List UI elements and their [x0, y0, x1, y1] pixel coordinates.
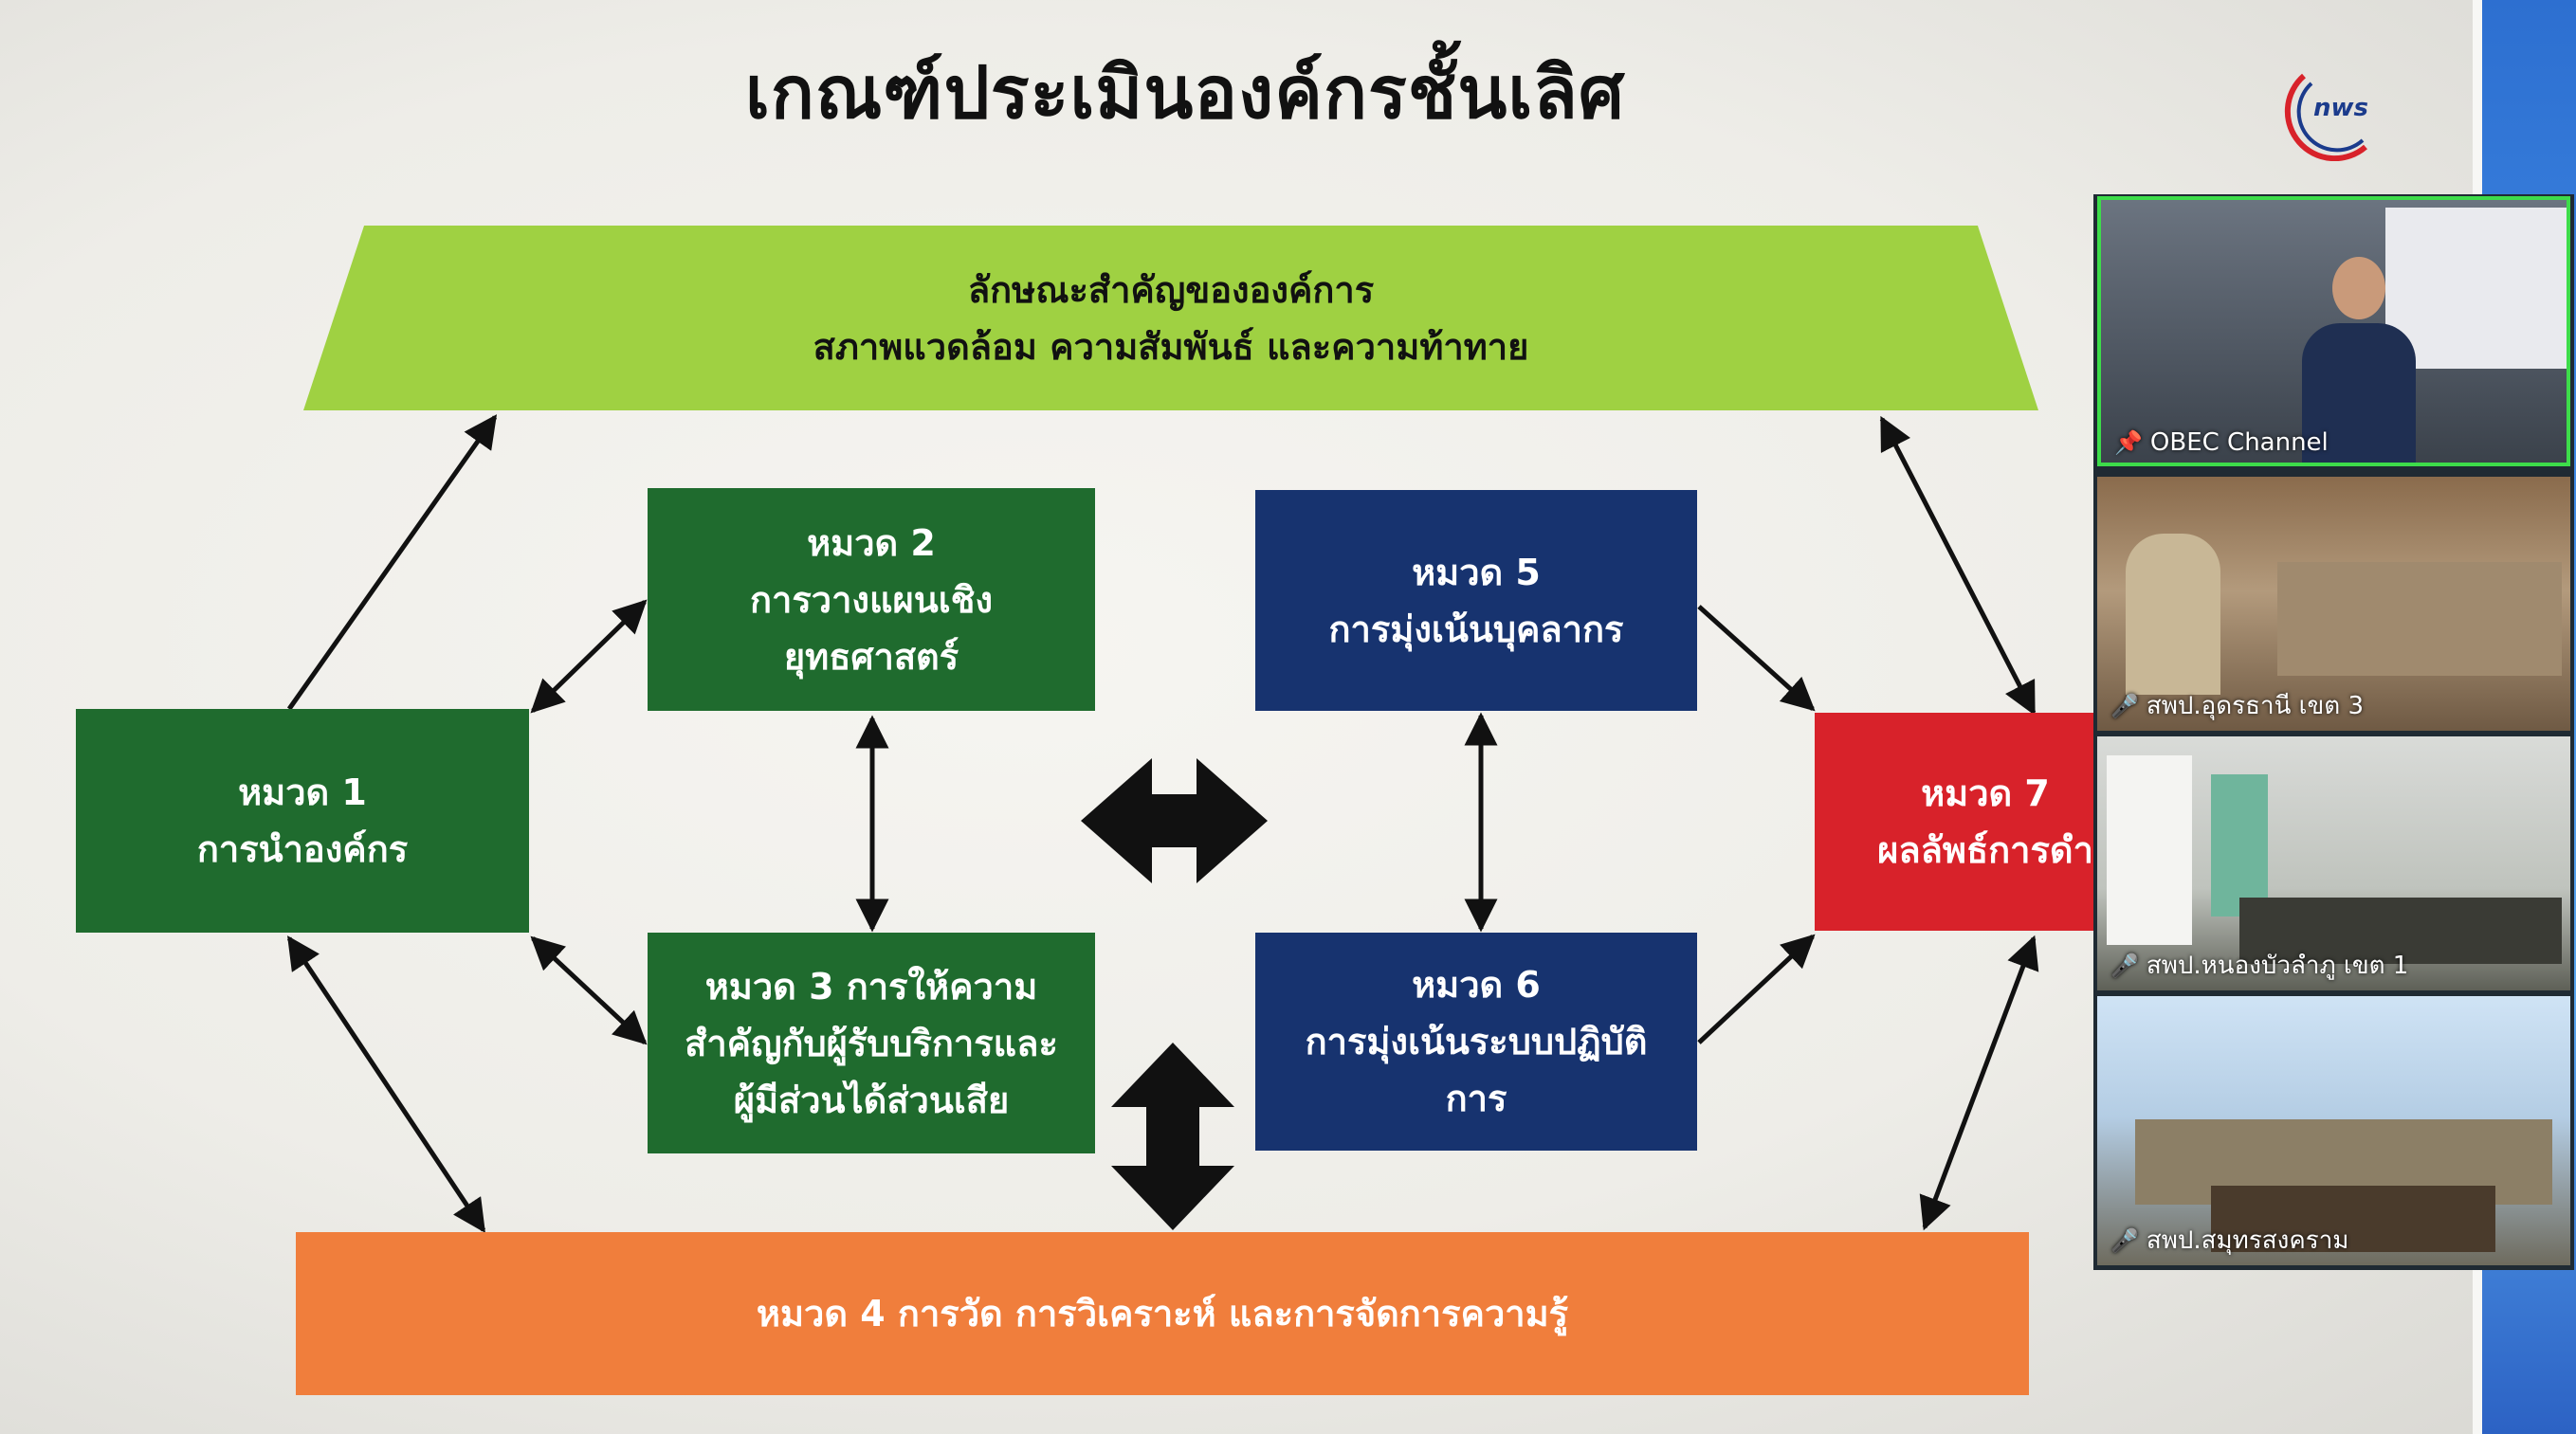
arrow-cat6-cat7	[1697, 934, 1816, 1044]
participant-tile-obec[interactable]: 📌 OBEC Channel	[2097, 196, 2570, 466]
category-2-box: หมวด 2 การวางแผนเชิง ยุทธศาสตร์	[648, 488, 1095, 711]
participant-label: 🎤 สพป.อุดรธานี เขต 3	[2110, 686, 2364, 725]
cat7-line-1: หมวด 7	[1921, 772, 2050, 814]
arrow-cat1-cat3	[530, 935, 648, 1045]
projector-screen	[2385, 208, 2567, 369]
meeting-table	[2239, 898, 2562, 964]
band-line-1: ลักษณะสำคัญขององค์การ	[967, 268, 1375, 311]
person-figure	[2126, 534, 2220, 695]
participant-tile-udon[interactable]: 🎤 สพป.อุดรธานี เขต 3	[2097, 477, 2570, 731]
arrow-cat1-cat4	[286, 935, 486, 1233]
video-call-gallery: 📌 OBEC Channel 🎤 สพป.อุดรธานี เขต 3 🎤 สพ…	[2093, 194, 2574, 1270]
slide-title: เกณฑ์ประเมินองค์กรชั้นเลิศ	[744, 50, 1626, 135]
organizational-profile-band: ลักษณะสำคัญขององค์การ สภาพแวดล้อม ความสั…	[303, 226, 2038, 410]
speaker-figure	[2302, 257, 2416, 463]
meeting-table	[2211, 1186, 2495, 1252]
category-3-box: หมวด 3 การให้ความ สำคัญกับผู้รับบริการแล…	[648, 933, 1095, 1153]
participant-label: 🎤 สพป.สมุทรสงคราม	[2110, 1221, 2348, 1260]
cat2-line-1: หมวด 2	[807, 521, 936, 564]
arrow-cat1-top	[286, 414, 498, 711]
category-6-box: หมวด 6 การมุ่งเน้นระบบปฏิบัติ การ	[1255, 933, 1697, 1151]
participant-label: 📌 OBEC Channel	[2114, 428, 2329, 457]
category-4-box: หมวด 4 การวัด การวิเคราะห์ และการจัดการค…	[296, 1232, 2029, 1395]
category-5-box: หมวด 5 การมุ่งเน้นบุคลากร	[1255, 490, 1697, 711]
mic-off-icon: 🎤	[2110, 1226, 2139, 1254]
door	[2107, 755, 2192, 945]
cat2-line-2: การวางแผนเชิง	[749, 578, 994, 621]
cat6-line-2: การมุ่งเน้นระบบปฏิบัติ	[1305, 1021, 1648, 1062]
participant-tile-nongbua[interactable]: 🎤 สพป.หนองบัวลำภู เขต 1	[2097, 736, 2570, 990]
pin-icon: 📌	[2114, 429, 2143, 456]
cat1-line-1: หมวด 1	[238, 771, 367, 813]
category-1-box: หมวด 1 การนำองค์กร	[76, 709, 529, 933]
cat5-line-2: การมุ่งเน้นบุคลากร	[1328, 608, 1624, 650]
curtain	[2211, 774, 2268, 917]
category-7-box: หมวด 7 ผลลัพธ์การดำ	[1815, 713, 2099, 931]
cat2-line-3: ยุทธศาสตร์	[783, 635, 959, 678]
participant-name: สพป.อุดรธานี เขต 3	[2146, 692, 2364, 720]
participant-name: สพป.หนองบัวลำภู เขต 1	[2146, 952, 2409, 980]
logo-text: nws	[2313, 94, 2368, 122]
big-vertical-double-arrow	[1111, 1043, 1234, 1230]
participant-tile-samut[interactable]: 🎤 สพป.สมุทรสงคราม	[2097, 996, 2570, 1265]
nws-logo-icon: nws	[2284, 73, 2368, 161]
cat3-line-2: สำคัญกับผู้รับบริการและ	[685, 1022, 1058, 1064]
cat3-line-1: หมวด 3 การให้ความ	[704, 965, 1038, 1007]
cat3-line-3: ผู้มีส่วนได้ส่วนเสีย	[733, 1079, 1010, 1121]
mic-off-icon: 🎤	[2110, 952, 2139, 979]
big-horizontal-double-arrow	[1081, 758, 1268, 883]
arrow-cat5-cat7	[1697, 605, 1816, 712]
cat5-line-1: หมวด 5	[1412, 551, 1541, 593]
participant-name: สพป.สมุทรสงคราม	[2146, 1226, 2349, 1255]
participant-name: OBEC Channel	[2149, 428, 2329, 457]
mic-off-icon: 🎤	[2110, 692, 2139, 719]
cat4-line-1: หมวด 4 การวัด การวิเคราะห์ และการจัดการค…	[756, 1293, 1569, 1334]
participant-label: 🎤 สพป.หนองบัวลำภู เขต 1	[2110, 946, 2408, 985]
arrow-cat7-cat4	[1919, 935, 2039, 1231]
cat6-line-3: การ	[1445, 1078, 1507, 1119]
cat6-line-1: หมวด 6	[1412, 964, 1541, 1006]
cat1-line-2: การนำองค์กร	[196, 828, 409, 870]
arrow-cat1-cat2	[530, 599, 648, 714]
meeting-group	[2277, 562, 2562, 676]
arrow-cat7-top	[1879, 415, 2037, 717]
band-line-2: สภาพแวดล้อม ความสัมพันธ์ และความท้าทาย	[813, 325, 1529, 368]
cat7-line-2: ผลลัพธ์การดำ	[1877, 829, 2093, 871]
